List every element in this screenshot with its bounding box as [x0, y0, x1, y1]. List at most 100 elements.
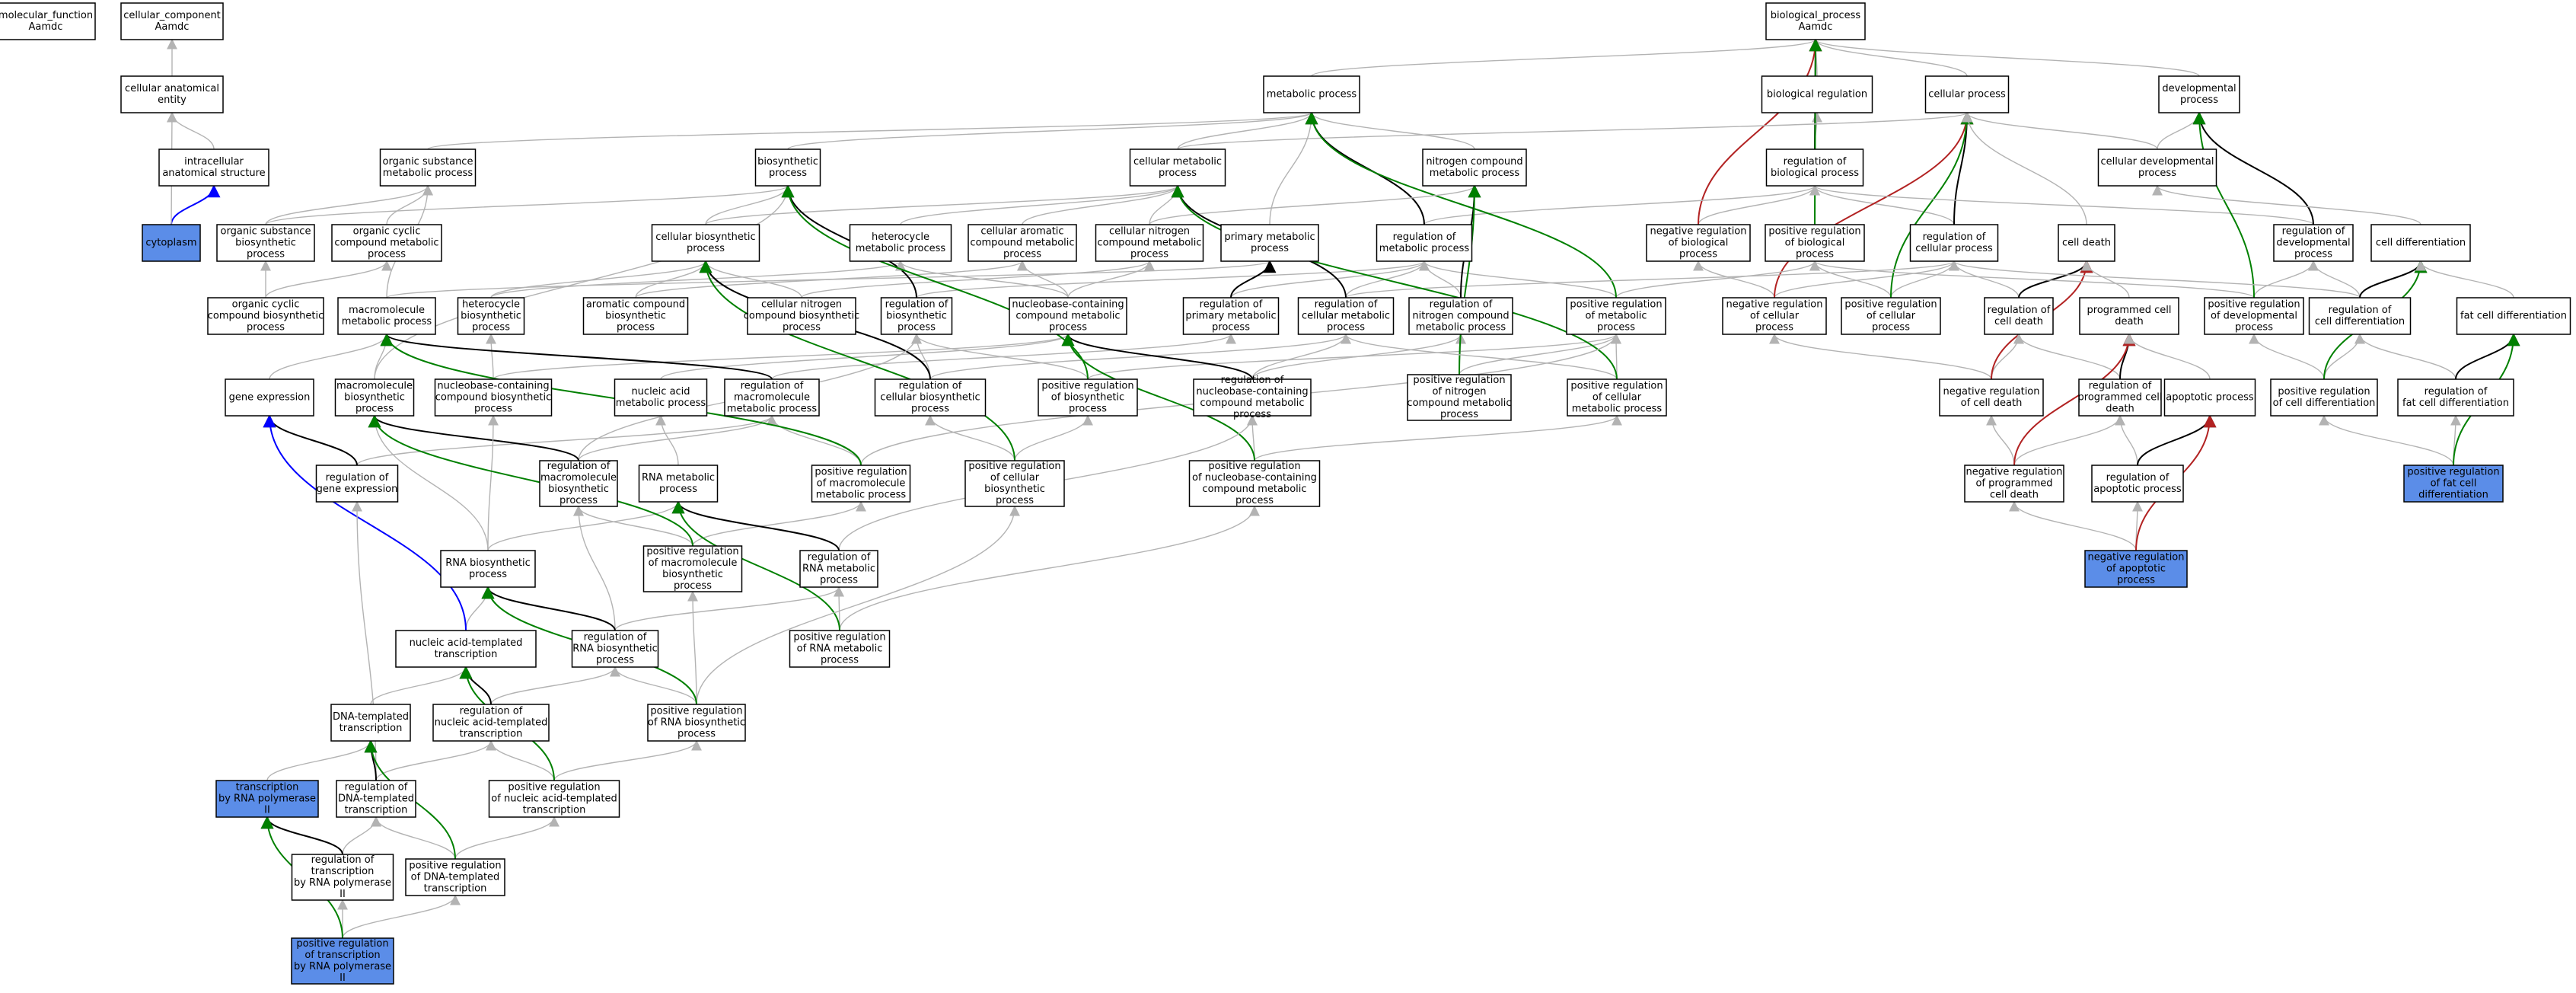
- edge-is-a: [342, 894, 461, 939]
- go-term-node-cdiff[interactable]: cell differentiation: [2370, 224, 2471, 262]
- go-term-node-rmbp[interactable]: regulation ofmacromoleculebiosyntheticpr…: [539, 460, 618, 507]
- node-label-line: process: [596, 655, 634, 666]
- go-term-node-gexp[interactable]: gene expression: [225, 378, 314, 417]
- node-label-line: process: [996, 495, 1034, 506]
- go-term-node-cdeath[interactable]: cell death: [2058, 224, 2115, 262]
- node-label-line: process: [897, 322, 936, 334]
- go-term-node-cyto[interactable]: cytoplasm: [142, 224, 201, 262]
- node-box: [315, 465, 399, 503]
- node-label-line: transcription: [345, 805, 408, 816]
- go-term-node-cellp[interactable]: cellular process: [1924, 75, 2010, 113]
- go-term-node-breg[interactable]: biological regulation: [1761, 75, 1873, 113]
- go-term-node-rnbcmp[interactable]: regulation ofnucleobase-containingcompou…: [1193, 375, 1312, 420]
- node-label-line: of macromolecule: [649, 557, 738, 569]
- node-label-line: positive regulation: [2278, 386, 2370, 398]
- go-term-node-app[interactable]: apoptotic process: [2163, 378, 2256, 417]
- edge-is-a: [1419, 260, 1617, 299]
- node-box: [647, 704, 746, 742]
- node-label-line: positive regulation: [650, 706, 742, 717]
- go-term-node-fcd[interactable]: fat cell differentiation: [2456, 297, 2571, 335]
- go-term-node-metp[interactable]: metabolic process: [1263, 75, 1360, 113]
- node-label-line: metabolic process: [1416, 322, 1506, 334]
